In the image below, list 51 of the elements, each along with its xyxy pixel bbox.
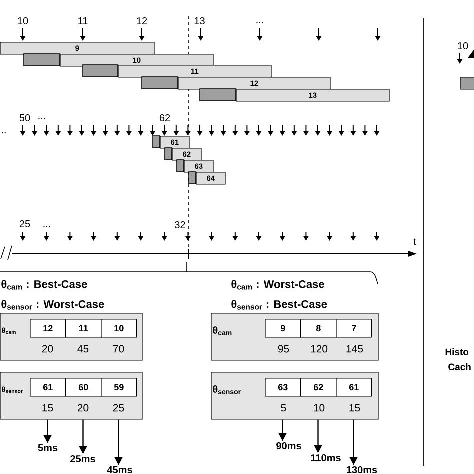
latency-value: 10 (314, 404, 325, 412)
case-heading: θ$_{sensor}$ : Best-Case (232, 300, 328, 310)
frame-number: 10 (18, 17, 28, 25)
latency-label: 130ms (347, 466, 378, 474)
frame-number: 25 (20, 220, 30, 228)
frame-number: t (414, 238, 416, 246)
latency-value: 20 (42, 345, 54, 353)
case-heading: θ$_{cam}$ : Best-Case (2, 280, 88, 290)
frame-number: ... (44, 226, 50, 228)
latency-label: 110ms (311, 454, 341, 462)
buffer-cell: 11 (66, 319, 102, 338)
frame-number: 50 (20, 114, 30, 122)
buffer-cell: 61 (336, 378, 372, 397)
buffer-cell: 60 (66, 378, 102, 397)
frame-number: 13 (194, 17, 205, 25)
side-label: Histo (446, 348, 469, 356)
latency-value: 15 (350, 404, 360, 412)
frame-number: 10 (458, 42, 468, 50)
case-heading: θ$_{sensor}$ : Worst-Case (2, 300, 104, 310)
frame-number: 12 (137, 18, 148, 24)
latency-value: 145 (346, 345, 364, 353)
frame-number: ... (38, 118, 46, 120)
buffer-cell: 61 (30, 378, 66, 397)
latency-value: 45 (78, 345, 89, 353)
buffer-cell: 8 (300, 319, 337, 338)
latency-label: 45ms (107, 466, 132, 474)
frame-number: 11 (78, 18, 88, 24)
frame-number: ... (256, 22, 264, 24)
latency-value: 15 (42, 404, 54, 412)
buffer-cell: 7 (336, 319, 372, 338)
latency-value: 5 (281, 404, 286, 412)
frame-number: 62 (160, 114, 170, 122)
frame-number: 32 (175, 221, 186, 229)
case-heading: θ$_{cam}$ : Worst-Case (232, 280, 324, 290)
latency-label: 5ms (38, 444, 58, 452)
buffer-cell: 12 (30, 319, 66, 338)
latency-value: 120 (311, 345, 328, 353)
buffer-cell: 59 (101, 378, 138, 397)
latency-value: 95 (278, 345, 290, 353)
latency-value: 20 (78, 404, 89, 412)
buffer-cell: 62 (300, 378, 337, 397)
buffer-cell: 10 (101, 319, 138, 338)
buffer-cell: 9 (265, 319, 302, 338)
latency-label: 90ms (276, 442, 302, 450)
latency-value: 25 (113, 404, 124, 412)
latency-label: 25ms (70, 455, 96, 463)
latency-value: 70 (113, 345, 124, 353)
process-bar (460, 77, 474, 90)
side-label: Cach (448, 364, 471, 370)
buffer-cell: 63 (265, 378, 302, 397)
frame-number: .. (2, 132, 6, 134)
